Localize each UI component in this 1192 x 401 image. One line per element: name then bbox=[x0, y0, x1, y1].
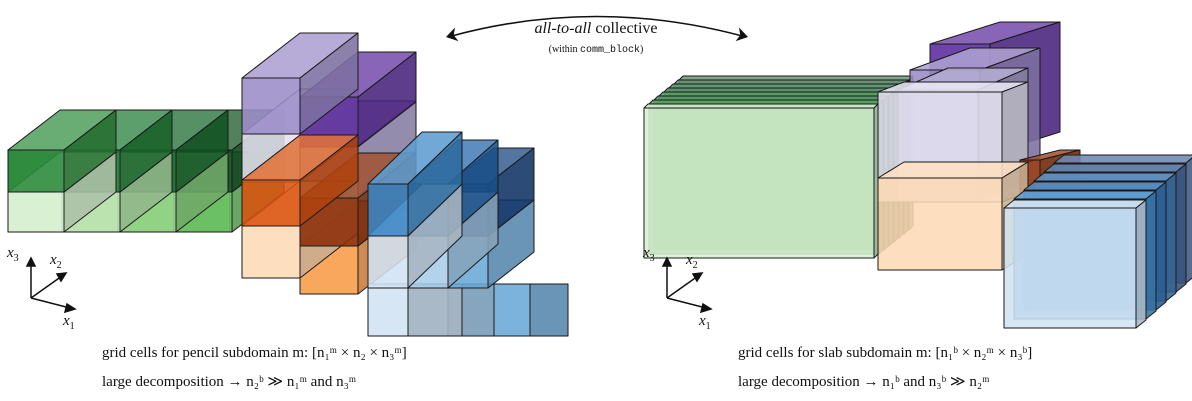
slab-green-1-top bbox=[643, 103, 879, 109]
slab-green-6-top bbox=[668, 83, 904, 89]
transfer-title-rest: collective bbox=[591, 20, 658, 37]
slab-green-1-front bbox=[643, 107, 875, 259]
pencil-blue-lower-1-side bbox=[407, 283, 463, 337]
slab-blue-1 bbox=[1003, 199, 1147, 329]
pencil-caption-line1: grid cells for pencil subdomain m: [n₁ᵐ … bbox=[102, 345, 407, 361]
pencil-decomposition-panel bbox=[7, 32, 569, 337]
slab-green-5-top bbox=[663, 87, 899, 93]
transfer-title-italic: all-to-all bbox=[534, 20, 592, 37]
slab-orange-front-front bbox=[877, 177, 1003, 271]
slab-blue-4-top bbox=[1033, 172, 1177, 182]
slab-green-2-top bbox=[648, 99, 884, 105]
pencil-blue-upper-box-1 bbox=[367, 131, 463, 237]
axis-label-x2-right: x2 bbox=[686, 252, 698, 271]
slab-blue-6-side bbox=[1185, 157, 1192, 284]
axis-label-x3-left: x3 bbox=[7, 245, 19, 264]
axis-label-x3-right: x3 bbox=[643, 245, 655, 264]
slab-blue-1-side bbox=[1135, 199, 1147, 329]
slab-blue-1-front bbox=[1003, 207, 1137, 329]
pencil-blue-lower-1 bbox=[367, 283, 463, 337]
slab-caption-line1: grid cells for slab subdomain m: [n₁ᵇ × … bbox=[738, 345, 1033, 361]
slab-blue-2-top bbox=[1013, 190, 1157, 200]
slab-green-1 bbox=[643, 103, 879, 259]
axes-icon-right bbox=[661, 256, 713, 314]
axes-icon-left bbox=[25, 256, 77, 314]
pencil-green-lower-box-1-front bbox=[7, 191, 65, 233]
slab-blue-3-side bbox=[1155, 181, 1167, 311]
slab-blue-5-side bbox=[1175, 163, 1187, 293]
pencil-purple-upper-left-front bbox=[241, 77, 301, 135]
pencil-blue-lower-3-side bbox=[529, 283, 569, 337]
pencil-orange-lower-left-front bbox=[241, 225, 301, 279]
pencil-blue-upper-box-1-front bbox=[367, 183, 409, 237]
slab-caption-line2: large decomposition → n₁ᵇ and n₃ᵇ ≫ n₂ᵐ bbox=[738, 374, 990, 390]
axis-label-x1-right: x1 bbox=[699, 313, 711, 332]
slab-green-8-top bbox=[678, 75, 914, 81]
subtitle-code: comm_block bbox=[580, 45, 641, 56]
transfer-subtitle: (within comm_block) bbox=[0, 44, 1192, 56]
pencil-purple-upper-left bbox=[241, 32, 359, 135]
axis-label-x1-left: x1 bbox=[63, 313, 75, 332]
slab-decomposition-panel bbox=[643, 21, 1192, 329]
pencil-orange-upper-left bbox=[241, 134, 359, 227]
slab-blue-4-side bbox=[1165, 172, 1177, 302]
slab-blue-1-top bbox=[1003, 199, 1147, 209]
pencil-blue-lower-1-front bbox=[367, 283, 409, 337]
slab-blue-3-top bbox=[1023, 181, 1167, 191]
slab-green-4-top bbox=[658, 91, 894, 97]
slab-blue-6-top bbox=[1053, 154, 1192, 164]
pencil-blue-lower-box-1-front bbox=[367, 235, 409, 289]
axis-label-x2-left: x2 bbox=[50, 252, 62, 271]
slab-green-1-side bbox=[873, 103, 879, 259]
pencil-caption-line2: large decomposition → n₂ᵇ ≫ n₁ᵐ and n₃ᵐ bbox=[102, 374, 357, 390]
pencil-green-upper-box-1 bbox=[7, 109, 117, 193]
transfer-title: all-to-all collective bbox=[0, 20, 1192, 38]
subtitle-prefix: (within bbox=[548, 44, 581, 55]
subtitle-suffix: ) bbox=[640, 44, 644, 55]
transfer-arrow bbox=[446, 15, 748, 42]
slab-green-3-top bbox=[653, 95, 889, 101]
pencil-green-upper-box-1-front bbox=[7, 149, 65, 193]
pencil-orange-upper-left-front bbox=[241, 179, 301, 227]
slab-blue-5-top bbox=[1043, 163, 1187, 173]
slab-green-7-top bbox=[673, 79, 909, 85]
slab-blue-2-side bbox=[1145, 190, 1157, 320]
